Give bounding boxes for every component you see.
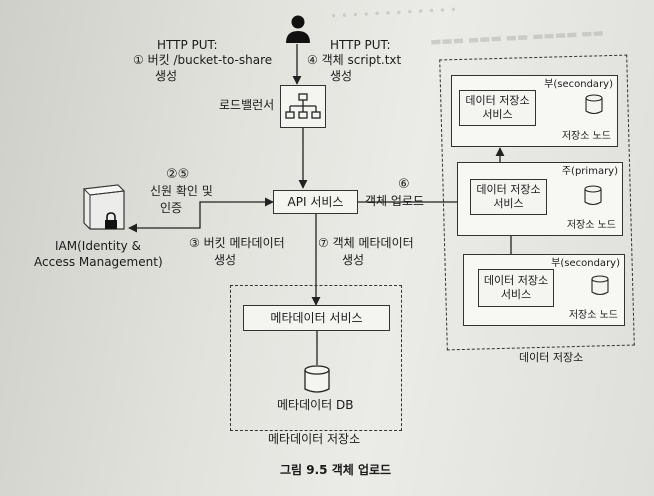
database-icon <box>585 94 603 115</box>
step4-label-line2: 생성 <box>330 69 353 83</box>
load-balancer-label: 로드밸런서 <box>219 98 275 112</box>
object-upload-label: 객체 업로드 <box>365 194 425 208</box>
storage-node-label: 저장소 노드 <box>566 220 616 231</box>
storage-node-label: 저장소 노드 <box>568 310 618 321</box>
node-role-label: 부(secondary) <box>544 79 613 90</box>
step4-label: ④ 객체 script.txt <box>307 53 402 67</box>
http-put-object-label: HTTP PUT: <box>330 38 391 52</box>
user-icon <box>286 15 310 43</box>
step1-label-line2: 생성 <box>155 69 178 83</box>
service-label-line1: 데이터 저장소 <box>483 274 549 288</box>
storage-node-label: 저장소 노드 <box>561 131 611 142</box>
load-balancer-box <box>280 85 326 128</box>
data-store-service-box: 데이터 저장소 서비스 <box>459 90 536 126</box>
node-role-label: 부(secondary) <box>551 258 620 269</box>
iam-label-line2: Access Management) <box>34 255 163 269</box>
database-icon <box>584 185 602 206</box>
service-label-line1: 데이터 저장소 <box>476 183 541 197</box>
step3-label: ③ 버킷 메타데이터 <box>189 236 285 250</box>
http-put-bucket-label: HTTP PUT: <box>157 38 218 52</box>
metadata-service-box: 메타데이터 서비스 <box>243 305 390 331</box>
figure-caption: 그림 9.5 객체 업로드 <box>280 463 392 477</box>
iam-server-icon <box>82 184 126 230</box>
node-role-label: 주(primary) <box>561 166 618 177</box>
database-icon <box>591 275 609 296</box>
data-store-service-box: 데이터 저장소 서비스 <box>478 269 554 307</box>
metadata-db-label: 메타데이터 DB <box>277 398 354 412</box>
lock-icon <box>105 212 117 229</box>
step7-label-line2: 생성 <box>342 253 365 267</box>
service-label-line2: 서비스 <box>482 108 513 121</box>
storage-node-primary: 주(primary) 데이터 저장소 서비스 저장소 노드 <box>457 162 623 236</box>
database-icon <box>304 365 330 393</box>
api-to-iam-arrow <box>128 197 274 233</box>
step3-label-line2: 생성 <box>214 253 237 267</box>
service-label-line2: 서비스 <box>500 288 532 301</box>
metadata-store-container <box>230 285 402 431</box>
storage-node-secondary-bottom: 부(secondary) 데이터 저장소 서비스 저장소 노드 <box>463 254 625 326</box>
data-store-service-box: 데이터 저장소 서비스 <box>470 179 547 215</box>
metadata-store-label: 메타데이터 저장소 <box>268 432 361 446</box>
step6-label: ⑥ <box>398 177 410 192</box>
api-service-box: API 서비스 <box>273 190 358 214</box>
load-balancer-icon <box>285 92 321 119</box>
step7-label: ⑦ 객체 메타데이터 <box>318 236 414 250</box>
data-store-label: 데이터 저장소 <box>519 351 584 364</box>
service-label-line1: 데이터 저장소 <box>465 94 530 108</box>
auth-steps-label: ②⑤ <box>166 167 190 182</box>
auth-label-line2: 인증 <box>160 201 183 215</box>
step1-label: ① 버킷 /bucket-to-share <box>133 53 273 67</box>
iam-label-line1: IAM(Identity & <box>55 239 141 253</box>
storage-node-secondary-top: 부(secondary) 데이터 저장소 서비스 저장소 노드 <box>451 75 618 147</box>
auth-label-line1: 신원 확인 및 <box>150 184 213 198</box>
service-label-line2: 서비스 <box>493 197 524 210</box>
